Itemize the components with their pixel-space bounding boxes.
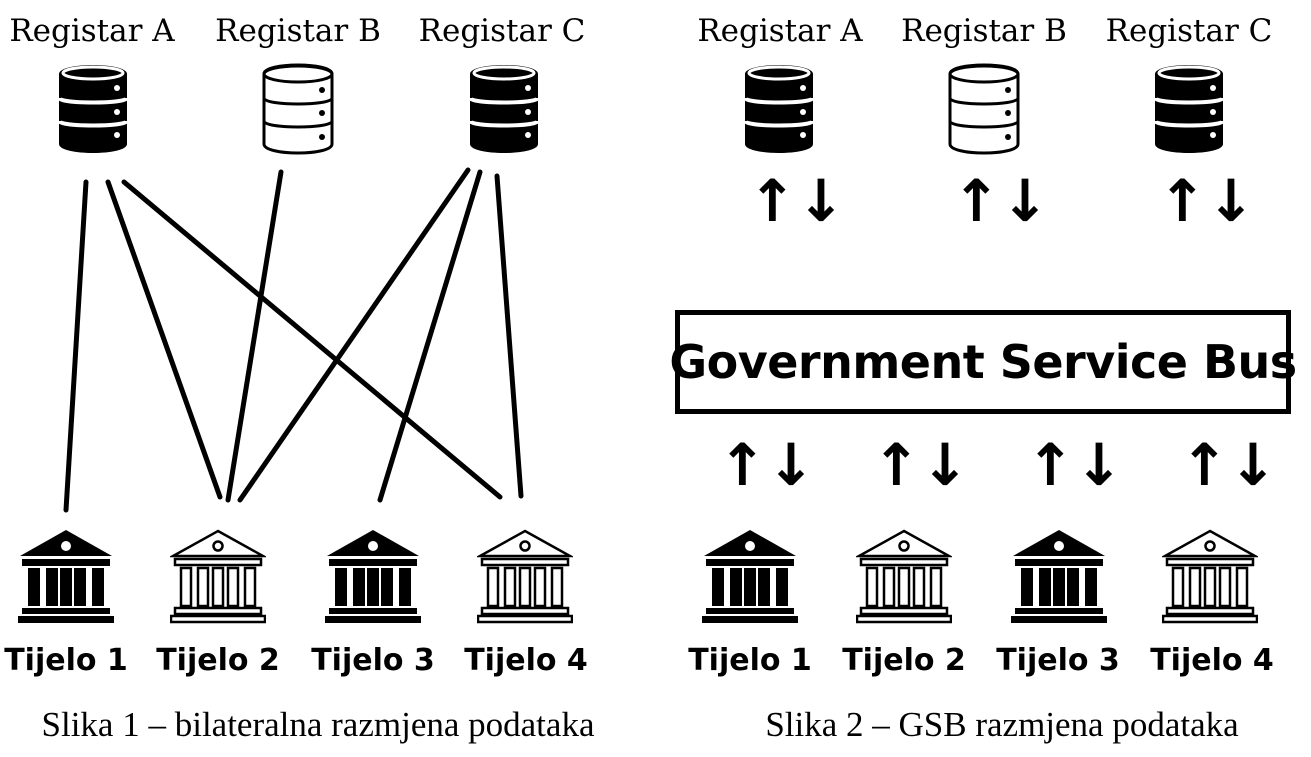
government-building-icon: [1011, 530, 1107, 623]
database-icon: [468, 65, 540, 153]
database-icon: [57, 65, 129, 153]
government-building-icon: [18, 530, 114, 623]
line-registar-b-tijelo-2: [225, 169, 284, 503]
up-down-arrows-icon: ↑↓: [952, 167, 1050, 235]
right-register-c-label: Registar C: [1105, 13, 1273, 49]
government-building-icon: [856, 529, 952, 624]
database-icon: [262, 63, 334, 155]
up-down-arrows-icon: ↑↓: [748, 167, 846, 235]
right-register-a-label: Registar A: [697, 13, 863, 49]
left-register-c-label: Registar C: [418, 13, 586, 49]
right-body-3-label: Tijelo 3: [996, 643, 1120, 678]
database-icon: [1153, 65, 1225, 153]
left-body-4-label: Tijelo 4: [464, 643, 588, 678]
government-building-icon: [477, 529, 573, 624]
up-down-arrows-icon: ↑↓: [872, 431, 970, 499]
up-down-arrows-icon: ↑↓: [1026, 431, 1124, 499]
database-icon: [948, 63, 1020, 155]
left-body-3-label: Tijelo 3: [311, 643, 435, 678]
line-registar-c-tijelo-2: [237, 167, 471, 503]
left-body-1-label: Tijelo 1: [4, 643, 128, 678]
bus-label: Government Service Bus: [669, 335, 1297, 389]
right-caption: Slika 2 – GSB razmjena podataka: [765, 705, 1239, 744]
right-body-4-label: Tijelo 4: [1150, 643, 1274, 678]
right-register-b-label: Registar B: [901, 13, 1067, 49]
right-body-2-label: Tijelo 2: [842, 643, 966, 678]
line-registar-a-tijelo-4: [121, 179, 503, 500]
line-registar-a-tijelo-1: [63, 179, 89, 513]
line-registar-a-tijelo-2: [105, 179, 223, 500]
database-icon: [743, 65, 815, 153]
right-body-1-label: Tijelo 1: [688, 643, 812, 678]
government-service-bus-box: Government Service Bus: [669, 310, 1297, 414]
up-down-arrows-icon: ↑↓: [1158, 167, 1256, 235]
left-register-a-label: Registar A: [9, 13, 175, 49]
up-down-arrows-icon: ↑↓: [718, 431, 816, 499]
government-building-icon: [325, 530, 421, 623]
government-building-icon: [1162, 529, 1258, 624]
line-registar-c-tijelo-3: [377, 169, 483, 503]
government-building-icon: [170, 529, 266, 624]
line-registar-c-tijelo-4: [494, 173, 524, 499]
left-register-b-label: Registar B: [215, 13, 381, 49]
government-building-icon: [702, 530, 798, 623]
left-body-2-label: Tijelo 2: [156, 643, 280, 678]
left-caption: Slika 1 – bilateralna razmjena podataka: [41, 705, 595, 744]
up-down-arrows-icon: ↑↓: [1180, 431, 1278, 499]
